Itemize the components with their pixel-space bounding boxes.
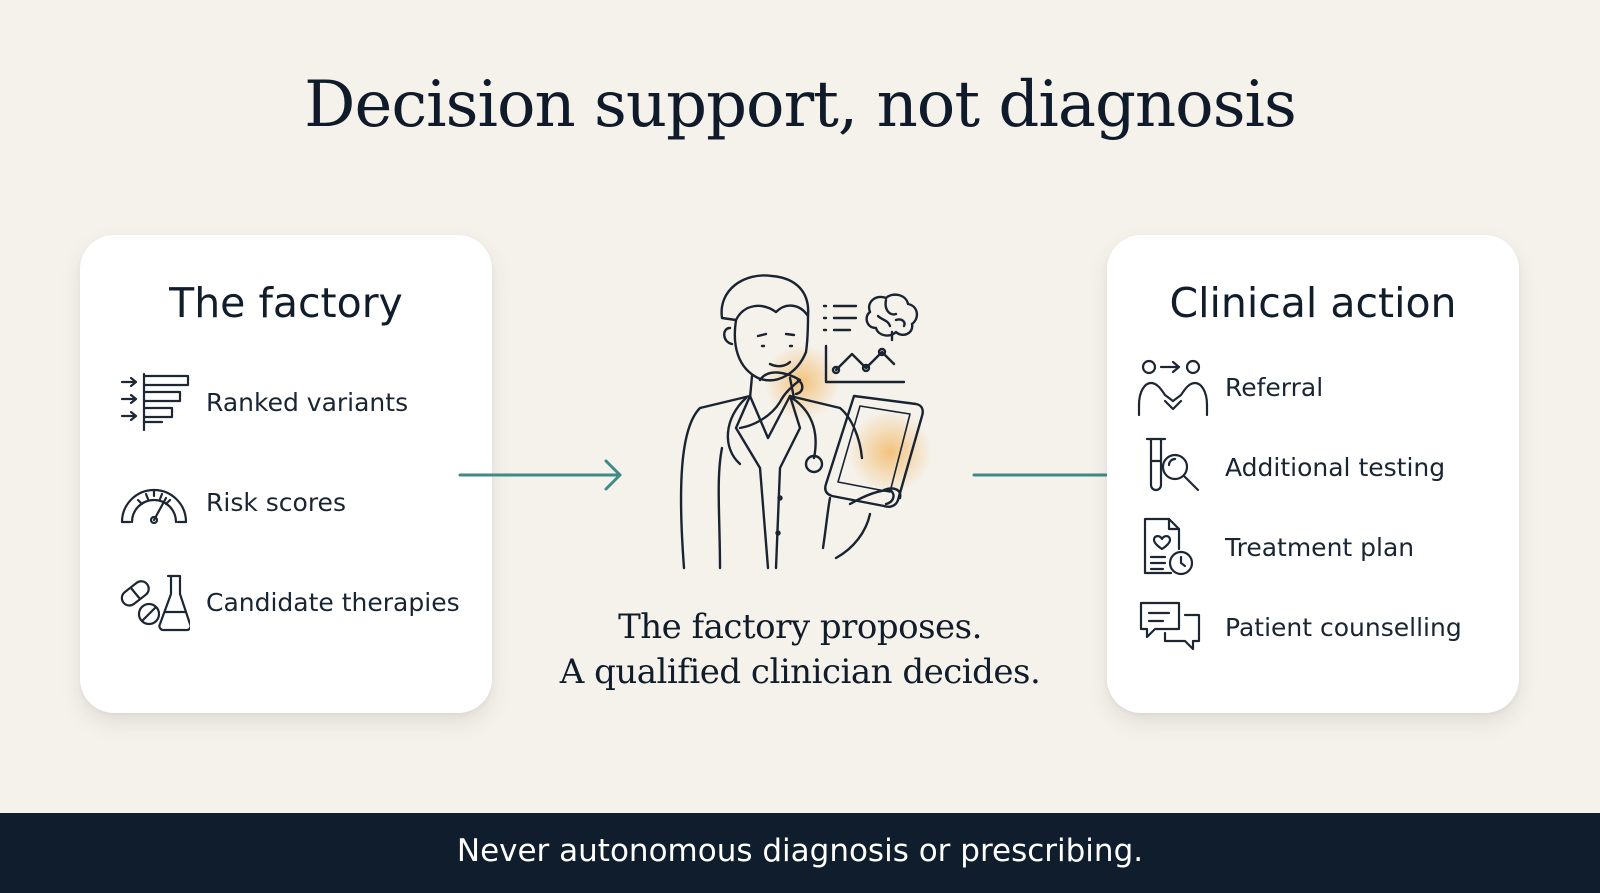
factory-item-label: Ranked variants (206, 387, 409, 417)
center-caption: The factory proposes. A qualified clinic… (500, 605, 1100, 695)
ranked-list-icon (118, 370, 190, 434)
action-item-patient-counselling: Patient counselling (1137, 595, 1462, 659)
action-item-label: Patient counselling (1225, 612, 1462, 642)
action-item-additional-testing: Additional testing (1137, 435, 1445, 499)
referral-people-icon (1137, 355, 1209, 419)
document-clock-icon (1137, 515, 1209, 579)
page-title: Decision support, not diagnosis (304, 68, 1297, 142)
factory-item-ranked-variants: Ranked variants (118, 370, 408, 434)
caption-line-2: A qualified clinician decides. (559, 652, 1041, 692)
action-item-referral: Referral (1137, 355, 1323, 419)
factory-item-label: Risk scores (206, 487, 346, 517)
arrow-to-clinician (458, 455, 628, 495)
factory-card-title: The factory (169, 279, 403, 327)
clinician-with-tablet-icon (640, 268, 960, 586)
action-item-label: Treatment plan (1225, 532, 1415, 562)
factory-item-candidate-therapies: Candidate therapies (118, 570, 460, 634)
factory-item-risk-scores: Risk scores (118, 470, 346, 534)
action-item-label: Additional testing (1225, 452, 1446, 482)
clinical-action-card-title: Clinical action (1169, 279, 1457, 327)
footer-text: Never autonomous diagnosis or prescribin… (456, 833, 1144, 869)
gauge-icon (118, 470, 190, 534)
clinical-action-card: Clinical action Referral (1107, 235, 1519, 713)
factory-card: The factory Ranked variants (80, 235, 492, 713)
test-tube-magnifier-icon (1137, 435, 1209, 499)
caption-line-1: The factory proposes. (618, 607, 982, 647)
action-item-treatment-plan: Treatment plan (1137, 515, 1414, 579)
factory-item-label: Candidate therapies (206, 587, 460, 617)
action-item-label: Referral (1225, 372, 1324, 402)
pills-flask-icon (118, 570, 190, 634)
speech-bubbles-icon (1137, 595, 1209, 659)
footer-banner: Never autonomous diagnosis or prescribin… (0, 813, 1600, 893)
